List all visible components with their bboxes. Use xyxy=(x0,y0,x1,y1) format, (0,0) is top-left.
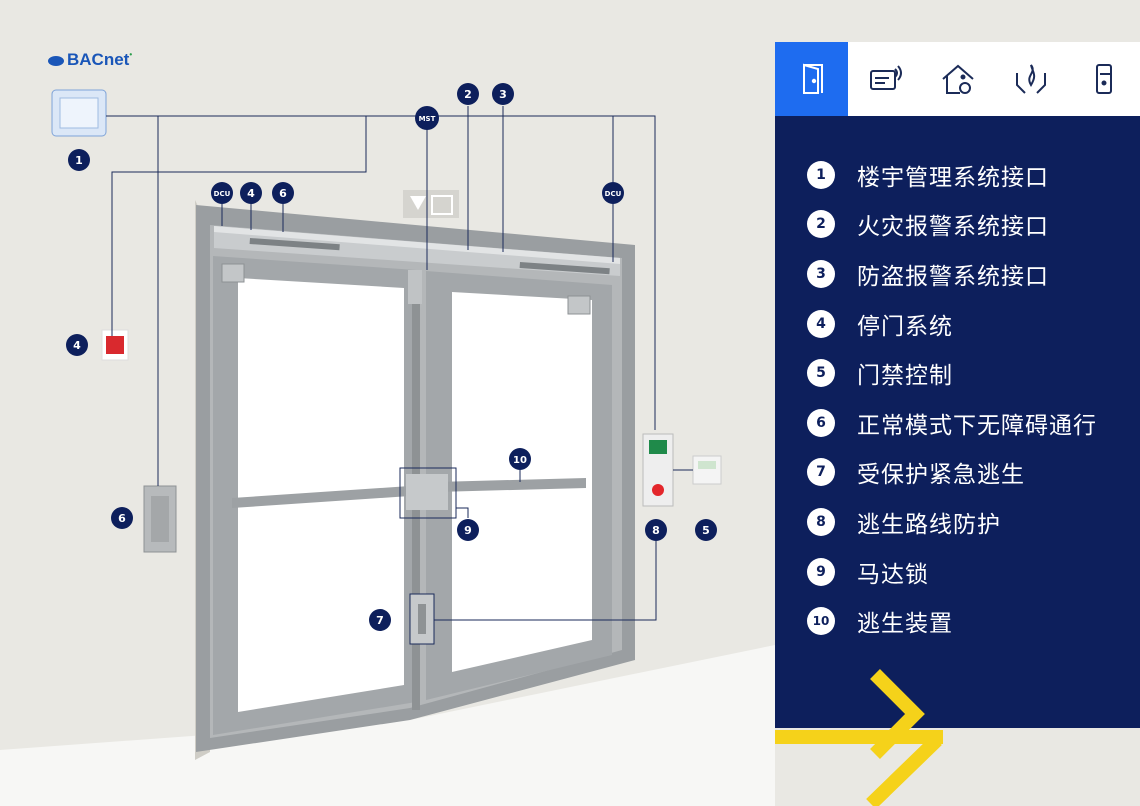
badge-4-top: 4 xyxy=(240,182,262,204)
legend-number: 6 xyxy=(807,408,835,437)
svg-text:10: 10 xyxy=(513,455,527,466)
legend-item: 7 受保护紧急逃生 xyxy=(807,448,1097,498)
card-reader-icon xyxy=(869,65,902,90)
legend-number: 4 xyxy=(807,309,835,338)
connection-lines xyxy=(106,106,693,621)
svg-text:4: 4 xyxy=(247,187,255,200)
badge-mst: MST xyxy=(415,106,439,130)
svg-text:8: 8 xyxy=(652,524,660,537)
legend-number: 8 xyxy=(807,507,835,536)
badge-2: 2 xyxy=(457,83,479,105)
legend-number: 2 xyxy=(807,210,835,239)
category-tabs xyxy=(775,42,1140,116)
chevron-decoration-icon xyxy=(775,669,943,806)
legend-number: 1 xyxy=(807,160,835,189)
svg-text:5: 5 xyxy=(702,524,710,537)
legend-item: 10 逃生装置 xyxy=(807,596,1097,646)
legend-list: 1 楼宇管理系统接口 2 火灾报警系统接口 3 防盗报警系统接口 4 停门系统 5 门禁控… xyxy=(807,150,1097,646)
legend-label: 逃生装置 xyxy=(857,611,953,638)
legend-label: 停门系统 xyxy=(857,313,953,340)
legend-panel: 1 楼宇管理系统接口 2 火灾报警系统接口 3 防盗报警系统接口 4 停门系统 5 门禁控… xyxy=(775,116,1140,728)
badge-dcu-right: DCU xyxy=(602,182,624,204)
legend-label: 正常模式下无障碍通行 xyxy=(857,412,1097,439)
legend-number: 5 xyxy=(807,359,835,388)
legend-item: 5 门禁控制 xyxy=(807,348,1097,398)
legend-number: 10 xyxy=(807,607,835,636)
legend-number: 9 xyxy=(807,557,835,586)
svg-text:2: 2 xyxy=(464,88,472,101)
hinge-right xyxy=(567,295,591,315)
legend-label: 防盗报警系统接口 xyxy=(857,263,1049,290)
legend-label: 马达锁 xyxy=(857,561,929,588)
badge-6-left: 6 xyxy=(111,507,133,529)
door-handle-icon xyxy=(1095,64,1112,94)
badge-10: 10 xyxy=(509,448,531,470)
svg-text:DCU: DCU xyxy=(605,190,622,198)
exit-sign-icon xyxy=(403,190,459,218)
fire-hands-icon xyxy=(1015,64,1046,94)
floor xyxy=(0,645,775,806)
door-icon xyxy=(802,63,823,94)
bacnet-brand: BACnet xyxy=(67,50,130,69)
accessible-home-icon xyxy=(941,64,974,94)
bacnet-logo: BACnet• xyxy=(48,50,132,70)
ashrae-mark-icon xyxy=(48,55,64,66)
tab-door[interactable] xyxy=(775,42,848,116)
svg-text:DCU: DCU xyxy=(214,190,231,198)
legend-item: 1 楼宇管理系统接口 xyxy=(807,150,1097,200)
legend-item: 3 防盗报警系统接口 xyxy=(807,249,1097,299)
tab-accessible-home[interactable] xyxy=(921,42,994,116)
legend-label: 逃生路线防护 xyxy=(857,511,1001,538)
badge-6-top: 6 xyxy=(272,182,294,204)
lock-device xyxy=(409,593,435,645)
legend-label: 门禁控制 xyxy=(857,363,953,390)
badge-1-top: 1 xyxy=(68,149,90,171)
badge-8: 8 xyxy=(645,519,667,541)
legend-item: 4 停门系统 xyxy=(807,299,1097,349)
svg-text:6: 6 xyxy=(118,512,126,525)
door-operator xyxy=(214,226,620,276)
legend-number: 7 xyxy=(807,458,835,487)
badge-3: 3 xyxy=(492,83,514,105)
svg-text:MST: MST xyxy=(419,115,436,123)
legend-number: 3 xyxy=(807,259,835,288)
badge-7: 7 xyxy=(369,609,391,631)
card-reader-device xyxy=(692,455,722,485)
svg-text:3: 3 xyxy=(499,88,507,101)
svg-text:9: 9 xyxy=(464,524,472,537)
svg-text:7: 7 xyxy=(376,614,384,627)
emergency-station-device xyxy=(642,433,674,507)
tab-door-handle[interactable] xyxy=(1067,42,1140,116)
badge-5: 5 xyxy=(695,519,717,541)
tab-fire-safety[interactable] xyxy=(994,42,1067,116)
badge-dcu-left: DCU xyxy=(211,182,233,204)
tab-card-reader[interactable] xyxy=(848,42,921,116)
legend-label: 楼宇管理系统接口 xyxy=(857,164,1049,191)
legend-label: 火灾报警系统接口 xyxy=(857,214,1049,241)
svg-text:1: 1 xyxy=(75,154,83,167)
legend-item: 8 逃生路线防护 xyxy=(807,497,1097,547)
legend-item: 2 火灾报警系统接口 xyxy=(807,200,1097,250)
badge-9: 9 xyxy=(457,519,479,541)
svg-text:6: 6 xyxy=(279,187,287,200)
legend-label: 受保护紧急逃生 xyxy=(857,462,1025,489)
hinge-left xyxy=(221,263,245,283)
stop-button-device xyxy=(101,329,129,361)
badge-4-left: 4 xyxy=(66,334,88,356)
legend-item: 6 正常模式下无障碍通行 xyxy=(807,398,1097,448)
svg-text:4: 4 xyxy=(73,339,81,352)
panic-bar xyxy=(232,467,586,519)
access-panel-device xyxy=(143,485,177,553)
bms-device xyxy=(51,89,107,137)
legend-item: 9 马达锁 xyxy=(807,547,1097,597)
